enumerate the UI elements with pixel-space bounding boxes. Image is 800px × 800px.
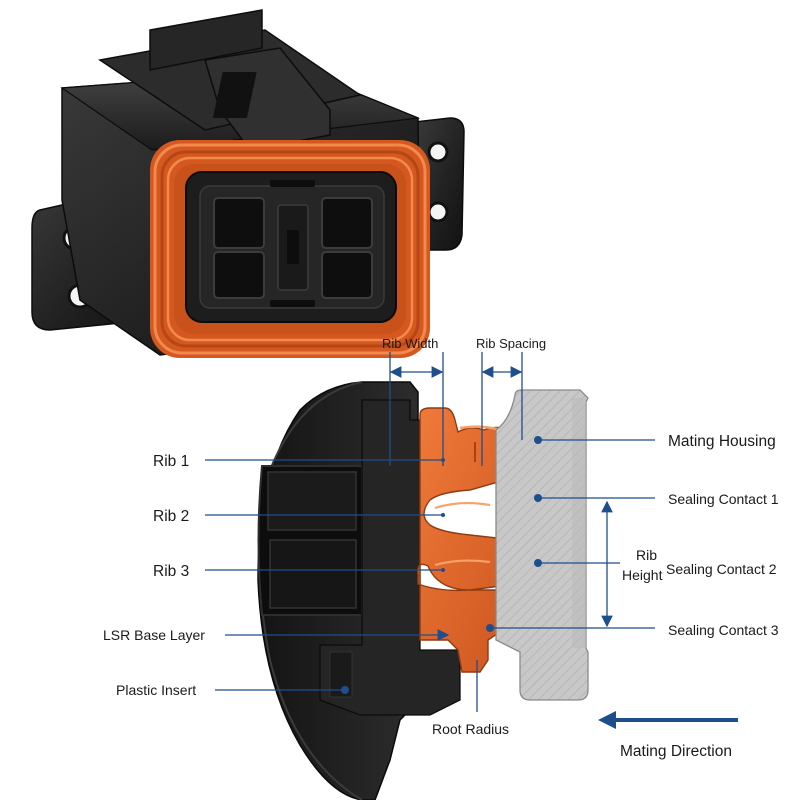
label-rib-width: Rib Width xyxy=(382,336,438,351)
label-rib-spacing: Rib Spacing xyxy=(476,336,546,351)
label-sealing-contact-2: Sealing Contact 2 xyxy=(666,561,777,577)
mount-hole-icon xyxy=(427,141,449,163)
plastic-insert-body xyxy=(319,399,461,716)
leader-dots xyxy=(341,436,542,694)
label-root-radius: Root Radius xyxy=(432,721,509,737)
label-rib-height-line1: Rib xyxy=(636,547,657,563)
mating-direction-arrow xyxy=(598,711,738,729)
mating-housing-section xyxy=(495,389,589,701)
terminal-cavities xyxy=(213,197,373,299)
latch-window xyxy=(212,72,257,118)
label-rib-3: Rib 3 xyxy=(153,563,189,580)
label-rib-1: Rib 1 xyxy=(153,453,189,470)
cross-section xyxy=(257,381,589,800)
label-lsr-base-layer: LSR Base Layer xyxy=(103,627,205,643)
label-mating-housing: Mating Housing xyxy=(668,433,776,450)
connector-render xyxy=(31,9,465,358)
label-plastic-insert: Plastic Insert xyxy=(116,682,196,698)
label-sealing-contact-1: Sealing Contact 1 xyxy=(668,491,779,507)
latch-tower xyxy=(149,9,263,71)
mount-hole-icon xyxy=(427,201,449,223)
label-rib-height-line2: Height xyxy=(622,567,663,583)
annotations xyxy=(205,352,655,712)
top-key-slot xyxy=(270,180,315,187)
label-mating-direction: Mating Direction xyxy=(620,743,732,760)
bottom-key-slot xyxy=(270,300,315,307)
label-rib-2: Rib 2 xyxy=(153,508,189,525)
label-sealing-contact-3: Sealing Contact 3 xyxy=(668,622,779,638)
